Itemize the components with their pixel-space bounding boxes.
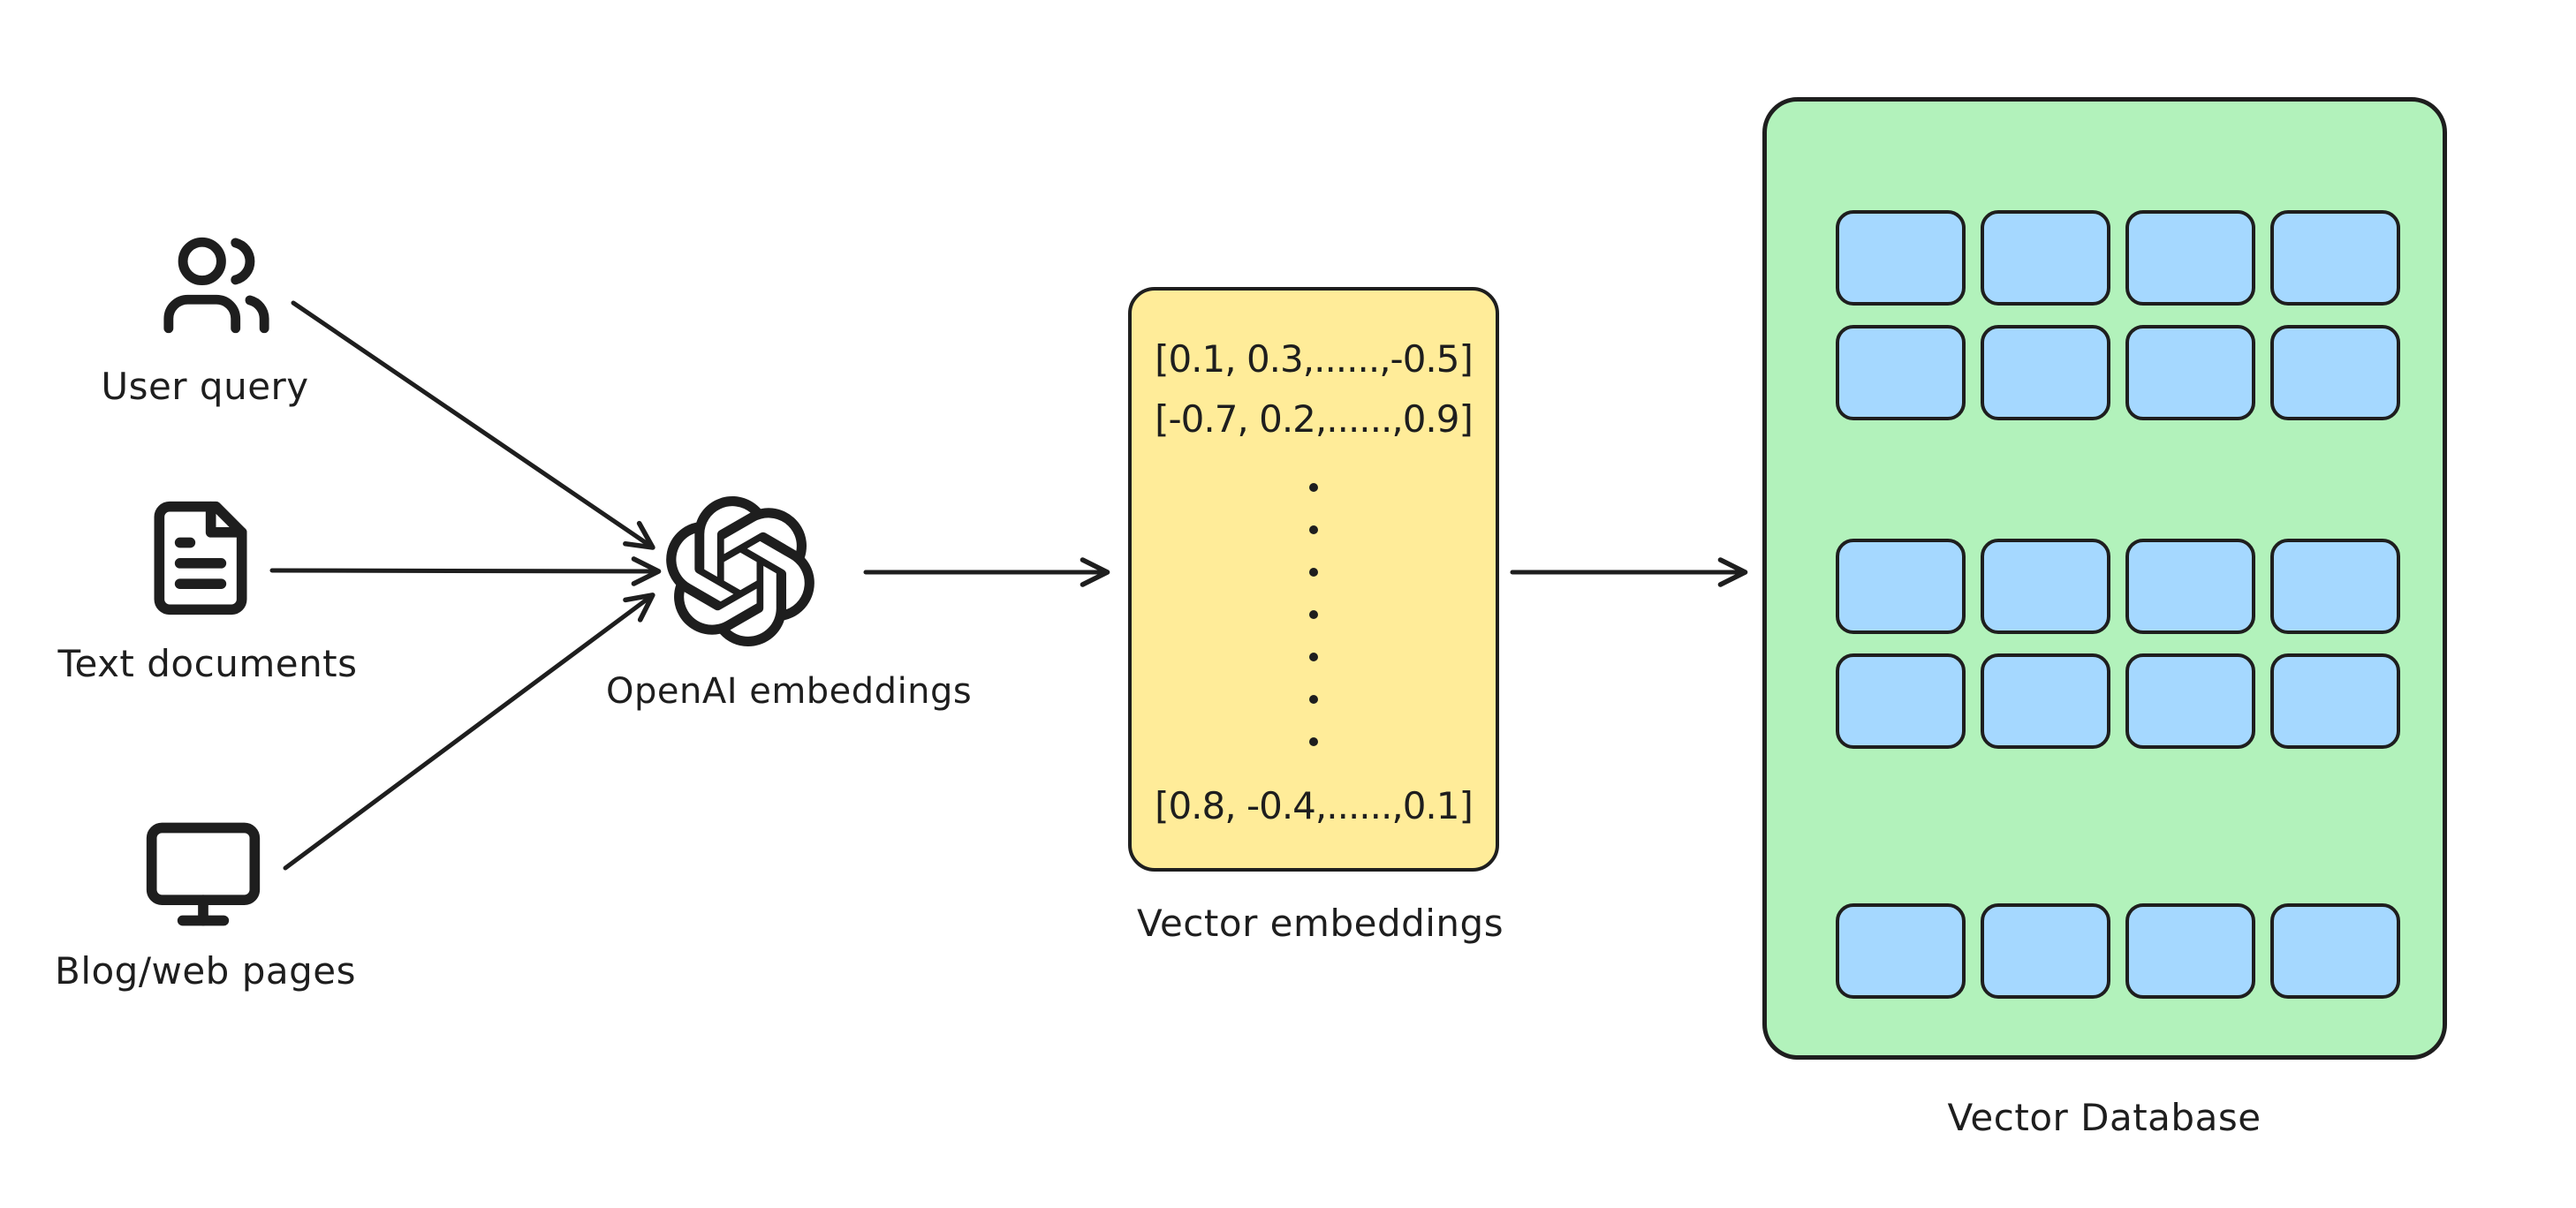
vector-tile (2125, 210, 2255, 306)
text-documents-label: Text documents (57, 642, 358, 685)
openai-embeddings-label: OpenAI embeddings (606, 671, 973, 712)
ellipsis-dot (1309, 568, 1318, 577)
vector-tile (2125, 325, 2255, 420)
arrow-user-query-to-openai (291, 300, 655, 550)
vector-row: [-0.7, 0.2,......,0.9] (1155, 397, 1474, 441)
vector-embeddings-label: Vector embeddings (1137, 902, 1504, 945)
vector-tile (2270, 210, 2400, 306)
tile-row (1836, 325, 2400, 420)
vector-tile (2125, 903, 2255, 999)
ellipsis-dot (1309, 483, 1318, 492)
openai-logo-icon (665, 496, 815, 646)
tile-row (1836, 903, 2400, 999)
ellipsis-dot (1309, 525, 1318, 534)
ellipsis-dot (1309, 610, 1318, 619)
file-text-icon (139, 496, 262, 620)
vector-tile (1836, 903, 1966, 999)
ellipsis-dot (1309, 653, 1318, 661)
tile-group (1836, 539, 2400, 749)
vector-database-label: Vector Database (1947, 1096, 2262, 1139)
vector-tile (2270, 653, 2400, 749)
users-icon (159, 228, 274, 343)
ellipsis-dot (1309, 737, 1318, 746)
vector-row: [0.8, -0.4,......,0.1] (1155, 784, 1474, 827)
arrow-blog-web-pages-to-openai (283, 593, 655, 871)
vector-tile (1836, 210, 1966, 306)
vector-tile (1836, 653, 1966, 749)
vector-database-box (1762, 97, 2447, 1060)
vector-tile (1836, 325, 1966, 420)
user-query-label: User query (101, 365, 309, 408)
tile-row (1836, 210, 2400, 306)
vector-tile (1981, 539, 2110, 634)
vector-tile (1981, 210, 2110, 306)
vector-row: [0.1, 0.3,......,-0.5] (1155, 337, 1474, 381)
ellipsis-dot (1309, 695, 1318, 704)
tile-group (1836, 903, 2400, 999)
vector-tile (1981, 325, 2110, 420)
monitor-icon (141, 812, 265, 936)
vector-database-grid (1836, 210, 2400, 999)
vector-tile (1981, 903, 2110, 999)
vector-tile (2125, 539, 2255, 634)
vector-tile (1981, 653, 2110, 749)
arrow-text-documents-to-openai (269, 556, 662, 586)
tile-row (1836, 539, 2400, 634)
tile-row (1836, 653, 2400, 749)
blog-web-pages-label: Blog/web pages (55, 949, 356, 993)
vector-tile (2125, 653, 2255, 749)
vector-embeddings-box: [0.1, 0.3,......,-0.5] [-0.7, 0.2,......… (1128, 287, 1499, 872)
embedding-ellipsis-dots (1309, 483, 1318, 746)
vector-tile (1836, 539, 1966, 634)
tile-group (1836, 210, 2400, 420)
vector-tile (2270, 325, 2400, 420)
vector-tile (2270, 903, 2400, 999)
vector-tile (2270, 539, 2400, 634)
